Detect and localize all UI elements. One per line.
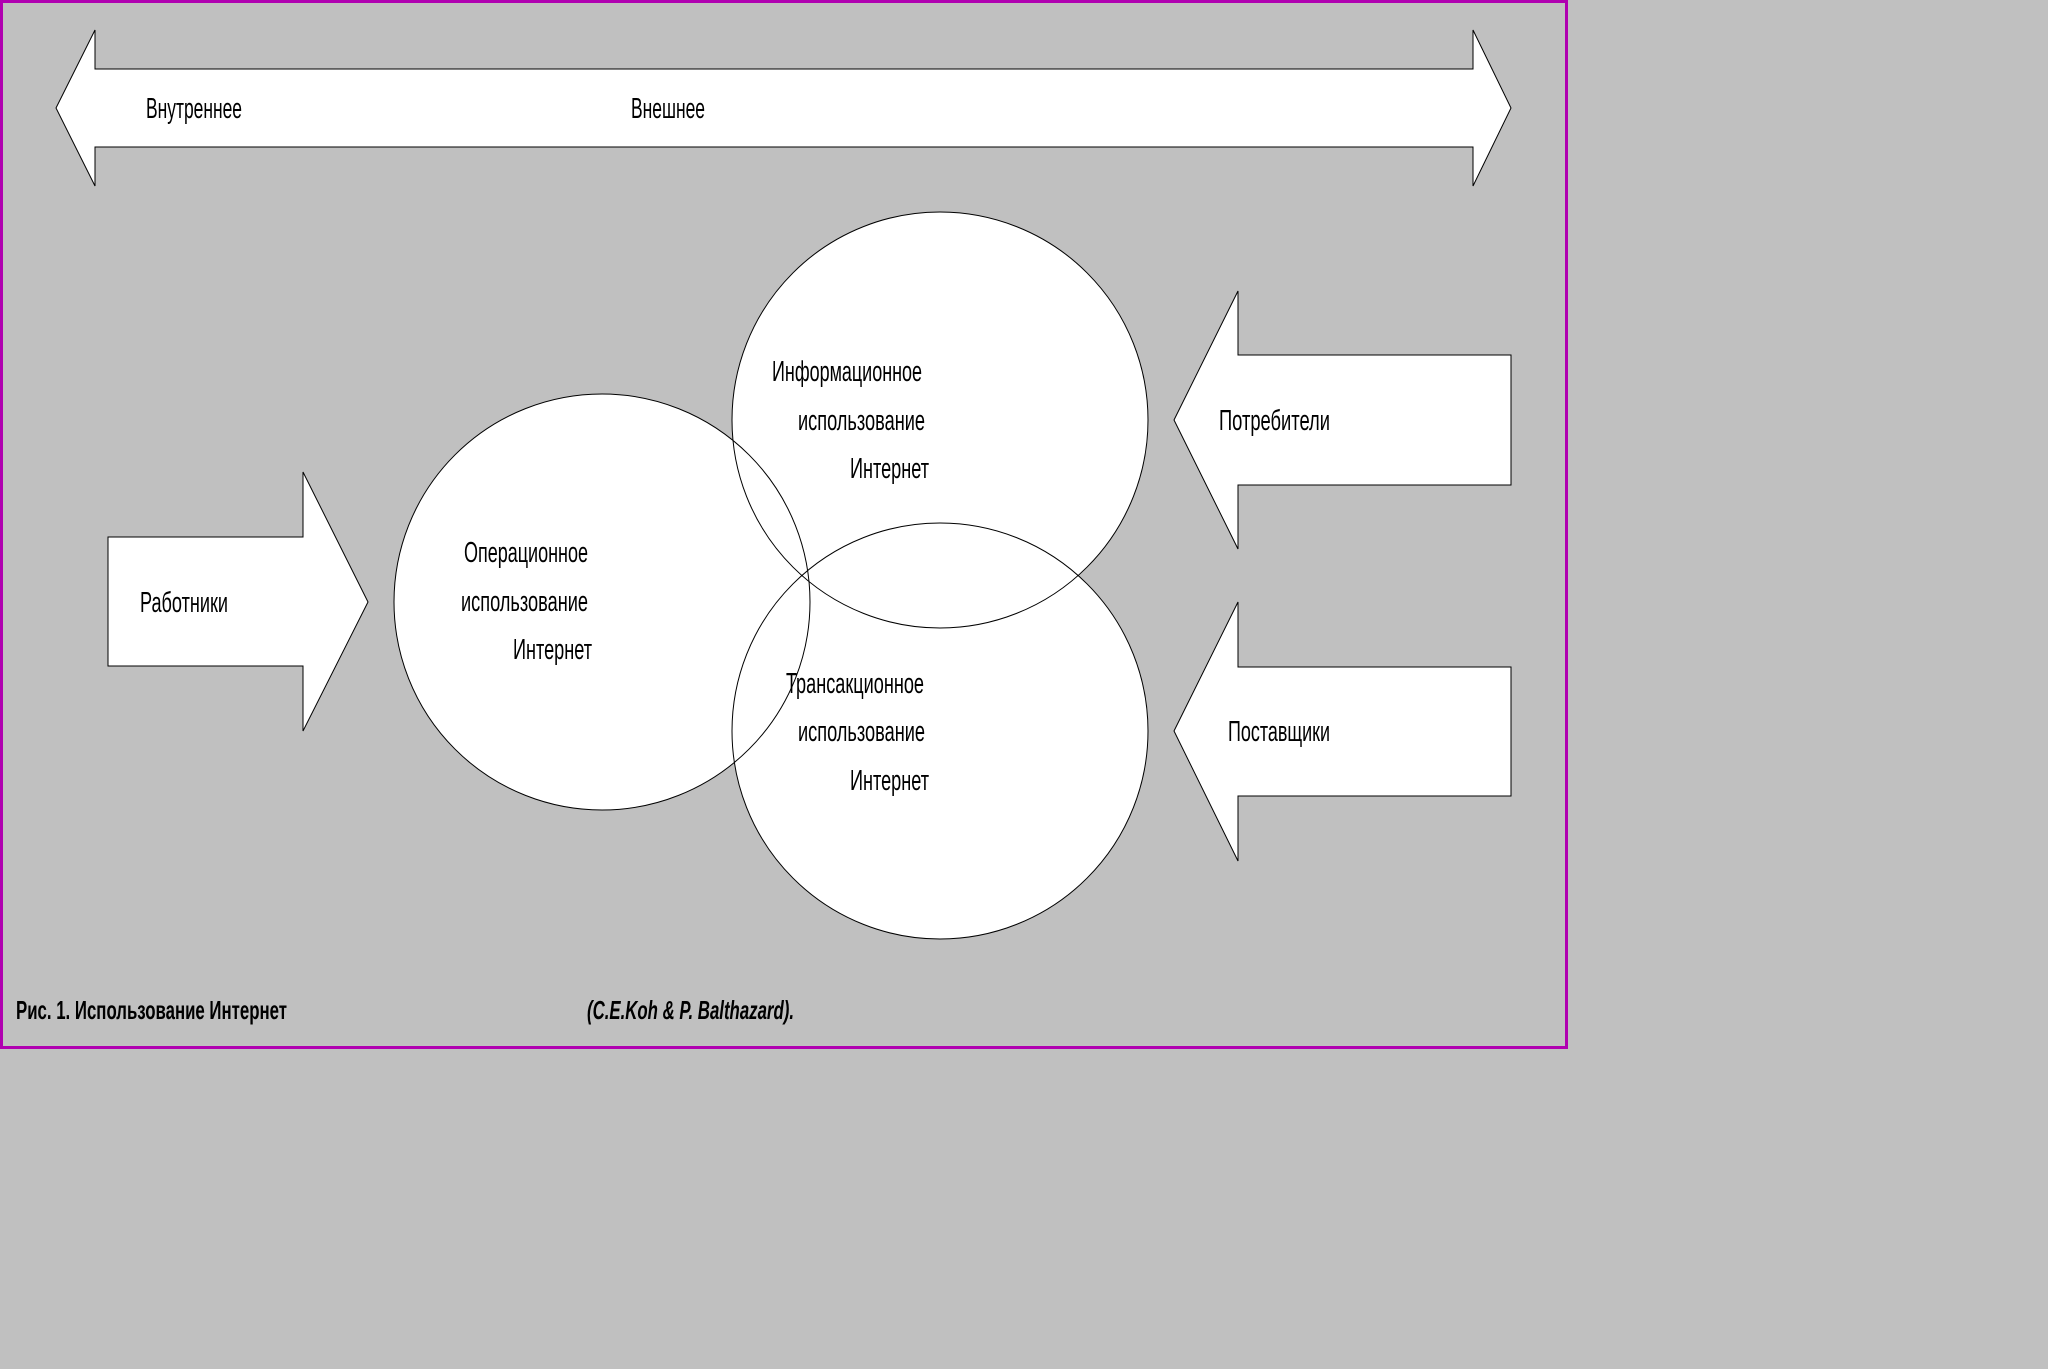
informational-label-line1: Информационное [772,356,922,388]
diagram-canvas: Внутреннее Внешнее Операционное использо… [0,0,1568,1049]
suppliers-arrow [1173,601,1512,862]
consumers-label: Потребители [1219,405,1330,437]
operational-label-line2: использование [461,586,588,618]
operational-label-line1: Операционное [464,537,588,569]
employees-arrow [107,471,369,732]
diagram-svg: Внутреннее Внешнее Операционное использо… [16,29,1512,1025]
informational-label-line3: Интернет [850,453,929,485]
transactional-label-line1: Трансакционное [786,668,924,700]
external-label: Внешнее [631,93,705,125]
transactional-use-circle [731,522,1149,940]
transactional-label-line2: использование [798,716,925,748]
transactional-label-line3: Интернет [850,765,929,797]
figure-caption: Рис. 1. Использование Интернет [16,995,287,1025]
internal-label: Внутреннее [146,93,242,125]
operational-use-circle [393,393,811,811]
operational-label-line3: Интернет [513,634,592,666]
circle-fills [394,212,1148,939]
employees-label: Работники [140,587,228,619]
informational-use-circle [731,211,1149,629]
internal-external-axis-arrow [55,29,1512,187]
figure-source: (C.E.Koh & P. Balthazard). [587,995,794,1025]
informational-label-line2: использование [798,405,925,437]
consumers-arrow [1173,290,1512,550]
suppliers-label: Поставщики [1228,716,1330,748]
